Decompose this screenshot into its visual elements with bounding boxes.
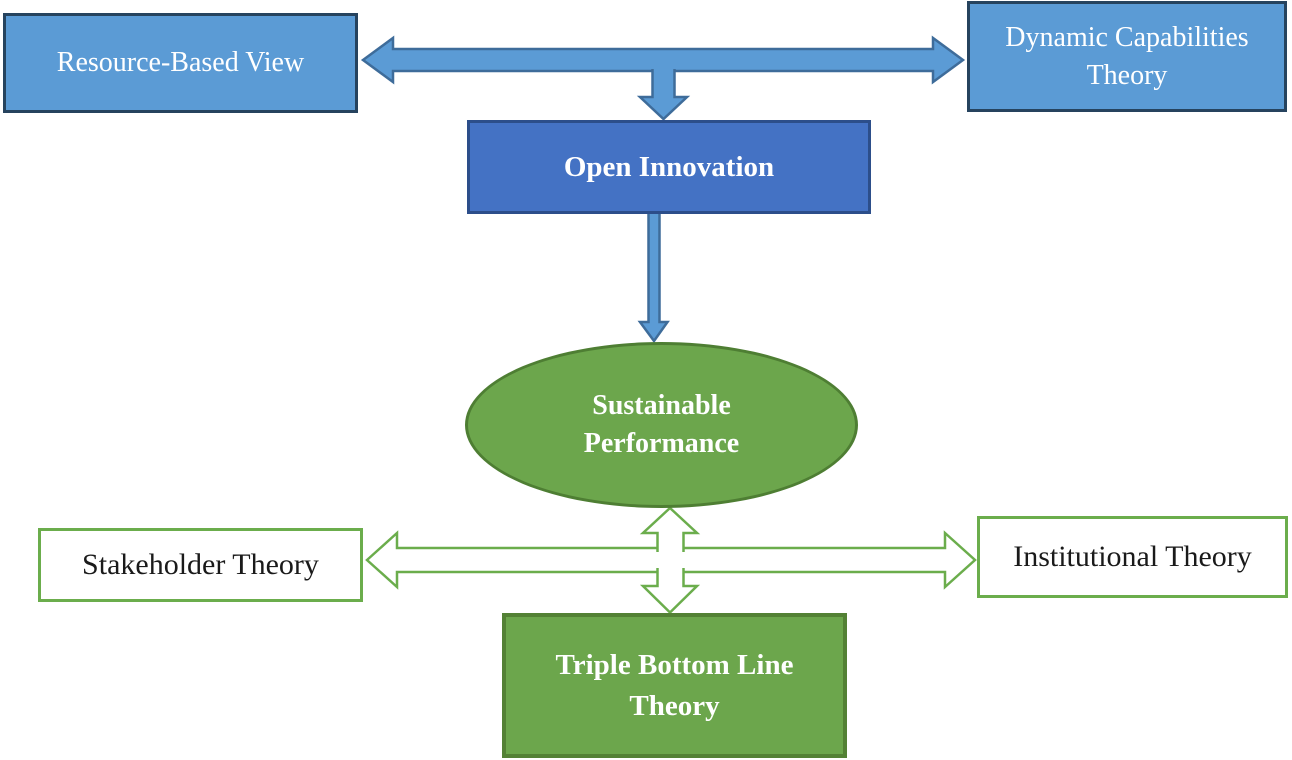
node-label-open-innovation: Open Innovation <box>563 150 775 183</box>
node-dynamic-capabilities-theory: Dynamic Capabilities Theory <box>967 1 1287 112</box>
node-sustainable-performance: Sustainable Performance <box>465 342 858 508</box>
node-label-dynamic-capabilities-theory: Dynamic Capabilities Theory <box>1005 21 1249 91</box>
node-stakeholder-theory: Stakeholder Theory <box>38 528 363 602</box>
rbv-dct-double-arrow <box>360 35 966 85</box>
open-innovation-to-sustainable-arrow <box>637 212 670 344</box>
node-label-triple-bottom-line-theory: Triple Bottom Line Theory <box>555 648 794 722</box>
node-triple-bottom-line-theory: Triple Bottom Line Theory <box>502 613 847 758</box>
link-to-open-innovation-arrow <box>636 69 691 121</box>
node-institutional-theory: Institutional Theory <box>977 516 1288 598</box>
stakeholder-institutional-double-arrow <box>365 530 977 590</box>
node-label-sustainable-performance: Sustainable Performance <box>583 390 740 459</box>
node-label-stakeholder-theory: Stakeholder Theory <box>82 548 319 581</box>
node-resource-based-view: Resource-Based View <box>3 13 358 113</box>
up-arrow-to-sustainable <box>639 506 701 552</box>
node-label-institutional-theory: Institutional Theory <box>1013 540 1252 573</box>
node-open-innovation: Open Innovation <box>467 120 871 214</box>
down-arrow-to-triple-bottom-line <box>639 568 701 615</box>
node-label-resource-based-view: Resource-Based View <box>56 47 305 78</box>
